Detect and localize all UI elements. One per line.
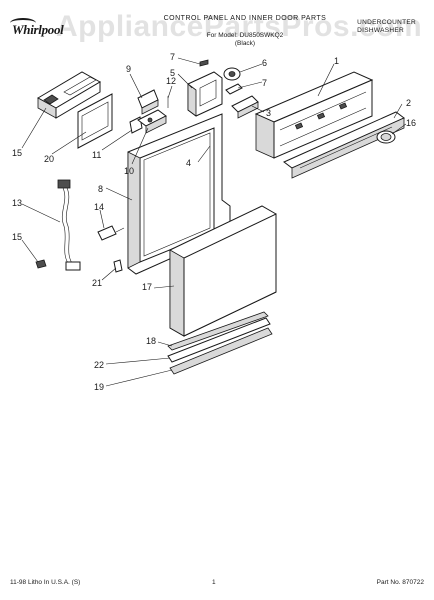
footer-litho: 11-98 Litho In U.S.A. (S) — [10, 579, 81, 586]
brand-name: Whirlpool — [12, 22, 64, 37]
callout-14: 14 — [94, 202, 104, 212]
part-7-screw-top — [199, 59, 209, 67]
title-line-3: (Black) — [234, 40, 256, 47]
part-2-console-panel — [283, 111, 405, 179]
callout-8: 8 — [98, 184, 103, 194]
callout-17: 16 — [406, 118, 416, 128]
footer-page-number: 1 — [212, 579, 216, 586]
callout-9: 9 — [126, 64, 131, 74]
category-line-1: UNDERCOUNTER — [357, 19, 416, 26]
title-line-2: For Model: DU850SWKQ2 — [206, 32, 284, 39]
callout-3: 3 — [266, 108, 271, 118]
whirlpool-logo: Whirlpool — [10, 18, 64, 44]
callout-4: 4 — [186, 158, 191, 168]
part-19-trim — [167, 311, 269, 351]
part-13-wire-harness — [57, 179, 81, 271]
title-line-1: CONTROL PANEL AND INNER DOOR PARTS — [163, 15, 327, 22]
callout-21: 20 — [44, 154, 54, 164]
part-21-vent-panel — [77, 93, 113, 149]
footer-part-number: Part No. 870722 — [376, 579, 424, 586]
diagram-subtitle: For Model: DU850SWKQ2 (Black) — [160, 32, 330, 48]
part-22-clip — [113, 259, 123, 273]
leader-lines — [21, 57, 407, 387]
callout-15: 15 — [12, 232, 22, 242]
part-20-bottom-strip — [169, 327, 273, 375]
part-1-control-panel — [254, 71, 374, 159]
part-17-knob — [376, 130, 396, 144]
callout-10: 10 — [124, 166, 134, 176]
callout-numbers: 15 20 9 11 10 12 7 5 6 7 3 1 2 16 4 8 13… — [12, 52, 416, 392]
part-15-screw — [35, 259, 47, 269]
part-18-door-panel — [169, 205, 277, 337]
callout-11: 12 — [166, 76, 176, 86]
logo-swoosh-icon — [10, 18, 36, 28]
callout-13: 13 — [12, 198, 22, 208]
callout-6: 6 — [262, 58, 267, 68]
part-14-connector — [97, 225, 125, 241]
callout-7b: 7 — [262, 78, 267, 88]
diagram-title: CONTROL PANEL AND INNER DOOR PARTS — [150, 14, 340, 23]
part-5-switch-assembly — [187, 71, 223, 117]
part-10-latch-base — [137, 109, 167, 134]
callout-18: 17 — [142, 282, 152, 292]
category-line-2: DISHWASHER — [357, 27, 404, 34]
callout-12: 11 — [92, 150, 101, 160]
part-9-latch — [137, 89, 159, 115]
callout-16: 15 — [12, 148, 22, 158]
appliance-category: UNDERCOUNTER DISHWASHER — [357, 19, 416, 35]
callout-19: 18 — [146, 336, 156, 346]
callout-1: 1 — [334, 56, 339, 66]
part-16-vent-housing — [36, 71, 102, 119]
callout-23: 22 — [94, 360, 104, 370]
watermark: AppliancePartsPros.com — [56, 10, 423, 43]
callout-22: 21 — [92, 278, 102, 288]
callout-5: 5 — [170, 68, 175, 78]
part-3-actuator — [231, 95, 259, 119]
part-7-clip — [225, 83, 243, 95]
part-6-knob-gear — [223, 67, 241, 81]
callout-2: 2 — [406, 98, 411, 108]
part-23-gasket — [167, 317, 271, 363]
callout-20: 19 — [94, 382, 104, 392]
callout-7a: 7 — [170, 52, 175, 62]
